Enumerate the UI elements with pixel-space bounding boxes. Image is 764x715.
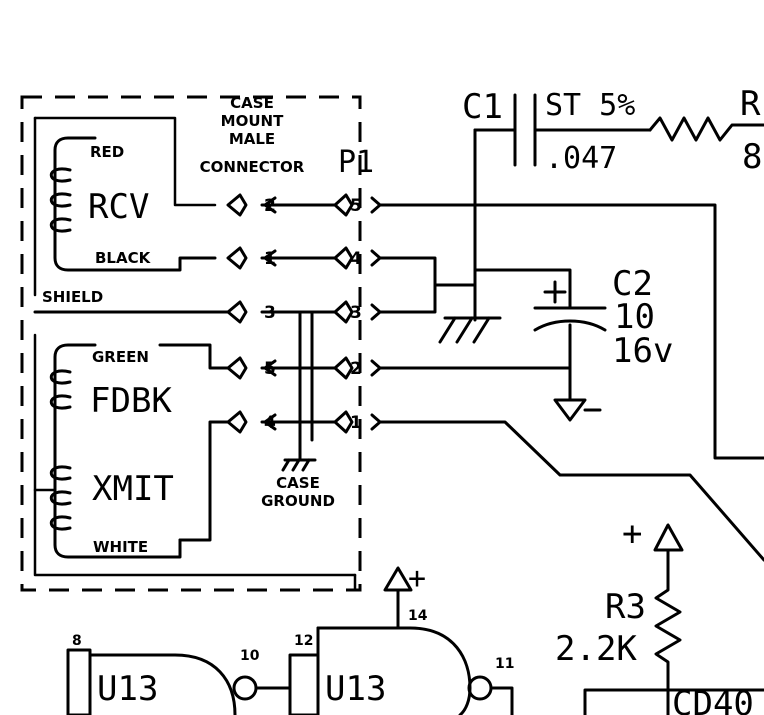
c2-value-label: 10 [614,297,655,337]
fdbk-coil-label: FDBK [90,381,172,421]
right-pin-1: 5 [350,196,362,216]
u13a-pin-in: 8 [72,633,82,649]
xmit-bottom-wire-label: WHITE [93,538,148,556]
c1-capacitor [473,93,652,322]
u13b-gate [288,566,514,715]
u13a-ref-label: U13 [97,669,158,709]
rcv-coil [49,136,217,272]
c1-spec-label: ST 5% [545,88,635,123]
xmit-coil-label: XMIT [92,469,174,509]
connector-heading-line2: MOUNT [221,112,284,130]
r3-resistor [653,523,684,715]
case-ground-label-line1: CASE [276,474,320,492]
resistor-partial [648,116,764,142]
right-pin-3: 3 [350,303,362,323]
c1-value-label: .047 [545,141,617,176]
u13b-pin-out: 11 [495,656,514,672]
right-pin-4: 2 [350,359,362,379]
rcv-top-wire-label: RED [90,143,124,161]
u13a-pin-out: 10 [240,648,260,664]
left-pin-arrows [226,193,248,434]
u13b-pin-vcc: 14 [408,608,428,624]
cd40-partial [583,688,764,715]
r3-supply-plus: + [622,514,642,554]
pin-interconnect-wires [260,196,337,462]
c2-ref-label: C2 [612,264,653,304]
c2-ground-triangle [553,398,602,422]
resistor-partial-ref: R [740,84,761,124]
enclosure-inner-frame [33,116,357,592]
u13b-pin-in: 12 [294,633,313,649]
connector-heading-line4: CONNECTOR [200,158,305,176]
rcv-bottom-wire-label: BLACK [95,249,152,267]
c1-ref-label: C1 [462,87,503,127]
c2-voltage-label: 16v [612,331,673,371]
u13a-gate [66,648,292,715]
connector-ref-label: P1 [338,145,374,180]
connector-heading-line1: CASE [230,94,274,112]
right-pin-2: 4 [350,249,362,269]
right-pin-5: 1 [350,413,362,433]
u13b-ref-label: U13 [325,669,386,709]
right-pin-arrows [333,193,354,434]
cd40-ref-label: CD40 [672,684,754,715]
case-ground-label-line2: GROUND [261,492,335,510]
r3-value-label: 2.2K [555,629,637,669]
enclosure-outline [20,95,362,592]
connector-heading-line3: MALE [229,130,275,148]
case-ground-symbol [281,458,317,472]
xmit-coil [33,343,230,559]
u13b-supply-plus: + [408,561,426,596]
shield-label: SHIELD [42,288,103,306]
rcv-coil-label: RCV [88,187,149,227]
c2-capacitor [473,268,607,402]
r3-ref-label: R3 [605,587,646,627]
xmit-top-wire-label: GREEN [92,348,149,366]
chassis-ground-symbol [438,316,502,344]
resistor-partial-value: 8 [742,137,762,177]
external-wiring [370,196,764,562]
